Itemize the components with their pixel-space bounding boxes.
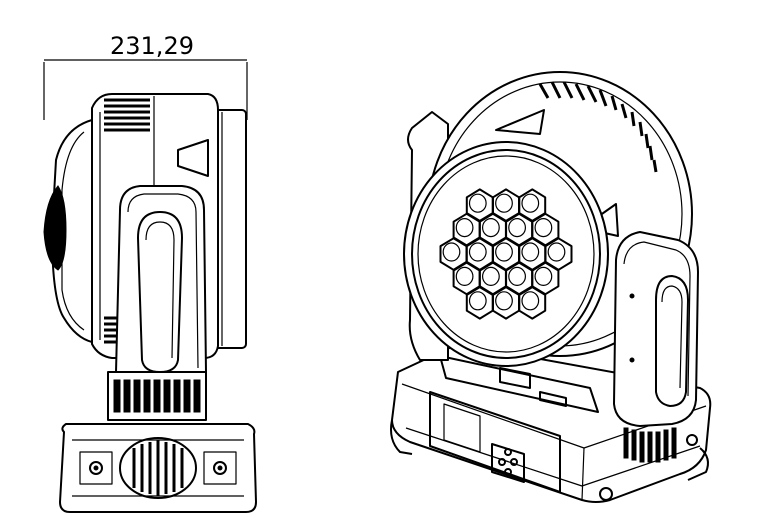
led-lens-inner <box>455 266 474 286</box>
base-control-panel <box>429 391 561 493</box>
base-screw-2 <box>686 434 698 446</box>
yoke-right-grip-ribs <box>623 427 677 463</box>
yoke-grip-ribs <box>113 379 201 413</box>
dimension-line: 231,29 <box>43 32 248 120</box>
led-lens-inner <box>534 218 553 238</box>
side-notch <box>177 139 209 177</box>
yoke-slot <box>137 211 183 373</box>
base-bumper-right <box>687 447 709 481</box>
housing-notch-top <box>495 109 545 135</box>
base-screw <box>599 487 613 501</box>
led-lens-inner <box>495 242 513 262</box>
led-lens-inner <box>468 193 487 213</box>
dimension-label: 231,29 <box>110 32 194 60</box>
led-lens-inner <box>521 242 540 262</box>
led-lens-inner <box>495 291 513 311</box>
base-top-plate <box>439 355 599 413</box>
yoke-arm <box>115 185 207 373</box>
led-lens-inner <box>468 291 487 311</box>
perspective-head-vents <box>538 81 658 173</box>
base-fan-grille <box>119 437 197 499</box>
led-lens-inner <box>521 193 540 213</box>
led-lens-inner <box>508 218 526 238</box>
led-lens-inner <box>495 193 513 213</box>
perspective-view <box>390 71 712 503</box>
led-lens <box>518 286 547 320</box>
side-view: 231,29 <box>43 32 257 513</box>
base-screws <box>89 461 227 475</box>
arm-screw <box>629 293 635 299</box>
arm-screw-2 <box>629 357 635 363</box>
led-lens-inner <box>534 266 553 286</box>
base-bumper-left <box>390 419 413 455</box>
led-lens-inner <box>442 242 461 262</box>
led-lens-inner <box>508 266 526 286</box>
led-lens-array <box>439 188 573 320</box>
base-label-slot <box>499 367 531 389</box>
led-lens-inner <box>482 218 500 238</box>
base-handle-slot <box>539 391 567 407</box>
led-lens-inner <box>482 266 500 286</box>
yoke-right-slot <box>655 275 689 407</box>
top-vents <box>104 98 150 132</box>
led-lens-inner <box>468 242 487 262</box>
front-lens <box>43 185 67 271</box>
led-lens-inner <box>547 242 566 262</box>
led-lens-inner <box>521 291 540 311</box>
led-lens-inner <box>455 218 474 238</box>
